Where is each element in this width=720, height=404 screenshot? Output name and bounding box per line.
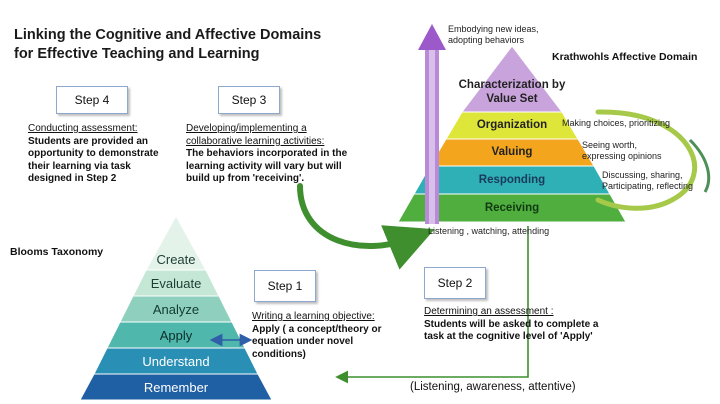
krathwohl-domain-label: Krathwohls Affective Domain <box>552 51 698 63</box>
page-title: Linking the Cognitive and Affective Doma… <box>14 26 321 64</box>
blooms-label-create: Create <box>156 252 196 267</box>
krathwohl-label-organization: Organization <box>476 119 548 131</box>
step2-body: Students will be asked to complete a tas… <box>424 318 599 343</box>
krathwohl-side-curve-arrow <box>595 109 698 211</box>
step1-heading: Writing a learning objective: <box>252 311 375 322</box>
step1-description: Writing a learning objective: Apply ( a … <box>252 311 402 361</box>
annotation-characterization: Embodying new ideas, adopting behaviors <box>448 24 539 45</box>
krathwohl-label-valuing: Valuing <box>491 146 533 158</box>
annotation-valuing: Seeing worth, expressing opinions <box>582 140 662 161</box>
blooms-pyramid <box>79 214 273 401</box>
blooms-level-remember <box>79 373 273 401</box>
step1-box: Step 1 <box>254 270 316 302</box>
page-title-line2: for Effective Teaching and Learning <box>14 46 260 62</box>
krathwohl-label-characterization: Characterization by Value Set <box>458 79 566 105</box>
step4-heading: Conducting assessment: <box>28 123 138 134</box>
krathwohl-side-curve-arrow-inner <box>688 138 711 193</box>
step3-box: Step 3 <box>218 86 280 114</box>
step3-description: Developing/implementing a collaborative … <box>186 123 352 186</box>
step2-box: Step 2 <box>424 267 486 299</box>
blooms-label-remember: Remember <box>143 380 209 395</box>
step3-body: The behaviors incorporated in the learni… <box>186 148 348 184</box>
krathwohl-level-receiving <box>397 193 627 223</box>
step4-box: Step 4 <box>56 86 128 114</box>
annotation-organization: Making choices, prioritizing <box>562 118 671 128</box>
annotation-responding: Discussing, sharing, Participating, refl… <box>602 170 694 191</box>
blooms-label-understand: Understand <box>142 354 210 369</box>
step2-description: Determining an assessment : Students wil… <box>424 306 602 344</box>
blooms-label-apply: Apply <box>159 328 193 343</box>
krathwohl-up-arrow <box>418 24 446 224</box>
blooms-label-evaluate: Evaluate <box>150 276 202 291</box>
krathwohl-pyramid <box>397 45 627 223</box>
krathwohl-label-responding: Responding <box>478 174 546 186</box>
step3-to-krathwohl-arrow <box>297 183 435 270</box>
blooms-taxonomy-label: Blooms Taxonomy <box>10 246 104 258</box>
blooms-label-analyze: Analyze <box>152 302 200 317</box>
step3-heading: Developing/implementing a collaborative … <box>186 123 325 147</box>
krathwohl-label-receiving: Receiving <box>484 202 540 214</box>
bottom-affective-label: (Listening, awareness, attentive) <box>410 381 576 393</box>
step4-body: Students are provided an opportunity to … <box>28 135 159 185</box>
krathwohl-to-bottom-line <box>335 226 529 384</box>
step4-description: Conducting assessment: Students are prov… <box>28 123 176 186</box>
step2-heading: Determining an assessment : <box>424 306 554 317</box>
page-title-line1: Linking the Cognitive and Affective Doma… <box>14 27 322 43</box>
annotation-receiving: Listening , watching, attending <box>428 226 550 236</box>
step1-body: Apply ( a concept/theory or equation und… <box>252 323 382 360</box>
